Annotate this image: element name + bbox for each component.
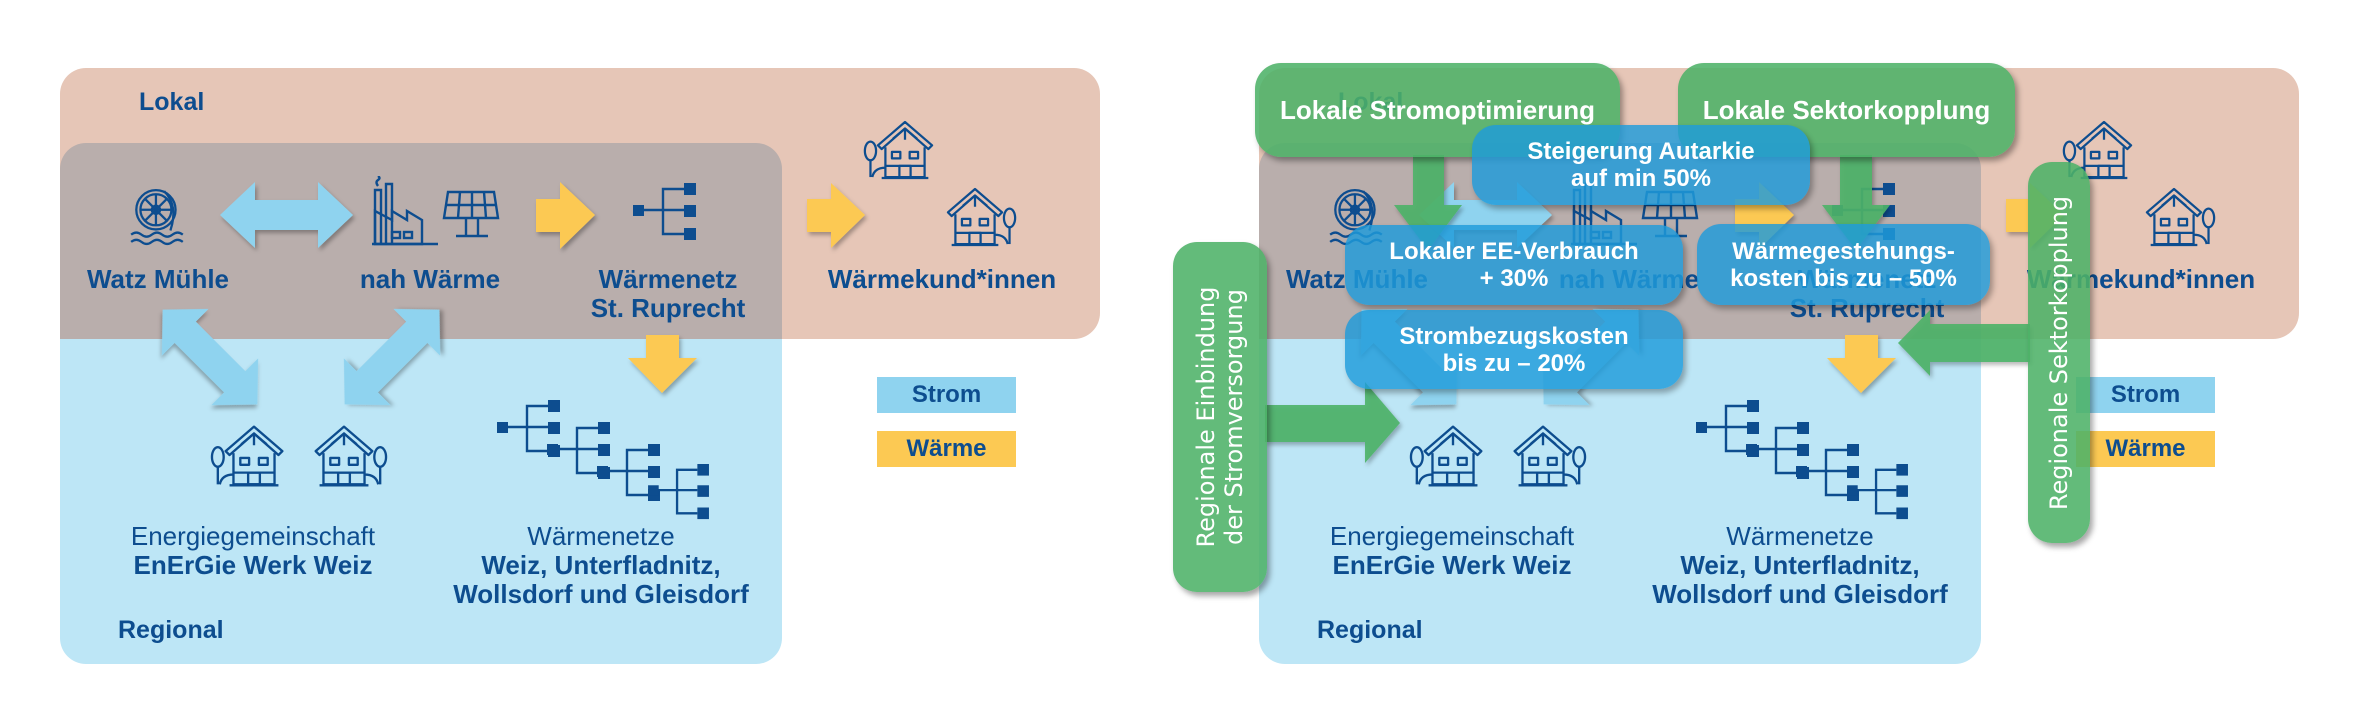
callout-strombezugskosten: Strombezugskosten bis zu – 20% (1345, 310, 1683, 389)
callout-line: Regionale Einbindung (1192, 286, 1220, 548)
house-icon (863, 118, 947, 182)
legend-strom: Strom (877, 377, 1016, 413)
waerme-arrow-netz-regional (628, 335, 697, 393)
house-icon (210, 423, 298, 489)
callout-line: Lokaler EE-Verbrauch (1389, 238, 1639, 265)
legend-waerme: Wärme (877, 431, 1016, 467)
callout-line: bis zu – 20% (1442, 349, 1586, 377)
waerme-arrow-nah-netz (1735, 182, 1794, 249)
water-wheel-icon (127, 185, 189, 247)
house-icon (2132, 185, 2216, 249)
node-label-waermenetze: Wärmenetze Weiz, Unterfladnitz, Wollsdor… (1652, 522, 1948, 609)
node-label-line: Energiegemeinschaft (130, 521, 376, 551)
node-label-watz-muehle: Watz Mühle (86, 264, 230, 294)
node-label-line: Wollsdorf und Gleisdorf (1652, 579, 1948, 609)
callout-lokaler-ee-verbrauch: Lokaler EE-Verbrauch + 30% (1345, 225, 1683, 305)
callout-steigerung-autarkie: Steigerung Autarkie auf min 50% (1472, 125, 1810, 205)
node-label-line: Weiz, Unterfladnitz, (481, 550, 721, 580)
legend-waerme: Wärme (2076, 431, 2215, 467)
node-label-line: EnErGie Werk Weiz (133, 550, 373, 580)
callout-line: Wärmegestehungs- (1732, 237, 1955, 265)
network-chain-icon (1696, 400, 1910, 521)
network-icon (633, 183, 697, 243)
network-chain-icon (497, 400, 711, 521)
callout-line: kosten bis zu – 50% (1730, 264, 1957, 292)
node-label-line: St. Ruprecht (590, 293, 746, 323)
zone-label-regional: Regional (1317, 616, 1423, 644)
house-icon (933, 185, 1017, 249)
node-label-waermekunden: Wärmekund*innen (827, 264, 1057, 294)
waerme-arrow-netz-kunden (807, 183, 865, 248)
house-icon (1499, 423, 1587, 489)
node-label-line: Wollsdorf und Gleisdorf (453, 579, 749, 609)
node-label-line: EnErGie Werk Weiz (1332, 550, 1572, 580)
node-label-line: Weiz, Unterfladnitz, (1680, 550, 1920, 580)
node-label-energiegemeinschaft: Energiegemeinschaft EnErGie Werk Weiz (1330, 522, 1574, 580)
callout-regionale-sektorkopplung-text: Regionale Sektorkopplung (2045, 195, 2073, 510)
strom-arrow-watz-nah (220, 182, 353, 248)
node-label-line: Wärmenetze (1726, 521, 1874, 551)
node-label-waermenetz-st-ruprecht: Wärmenetz St. Ruprecht (591, 265, 746, 323)
zone-label-lokal: Lokal (139, 88, 205, 116)
node-label-line: Wärmenetze (527, 521, 675, 551)
panel-baseline: Lokal Regional Watz Mühle nah Wärme Wärm… (0, 0, 1180, 715)
callout-line: Steigerung Autarkie (1527, 138, 1755, 165)
waerme-arrow-netz-regional (1827, 335, 1896, 393)
callout-line: Strombezugskosten (1399, 322, 1629, 350)
zone-regional (60, 339, 782, 664)
node-label-nah-waerme: nah Wärme (359, 264, 501, 294)
strom-arrow-nah-regional (343, 308, 441, 406)
node-label-line: Wärmenetz (598, 264, 738, 294)
house-icon (1409, 423, 1497, 489)
callout-waermegestehungskosten: Wärmegestehungs- kosten bis zu – 50% (1697, 224, 1990, 305)
callout-line: auf min 50% (1570, 165, 1712, 192)
waerme-arrow-nah-netz (536, 182, 595, 249)
callout-regionale-einbindung-text: Regionale Einbindung der Stromversorgung (1192, 287, 1248, 548)
callout-line: der Stromversorgung (1220, 289, 1248, 545)
callout-regionale-sektorkopplung: Regionale Sektorkopplung (2028, 162, 2090, 543)
callout-lokale-sektorkopplung: Lokale Sektorkopplung (1678, 63, 2015, 157)
flow-arrows (161, 182, 865, 406)
factory-solar-icon (372, 176, 502, 246)
house-icon (300, 423, 388, 489)
zone-label-regional: Regional (118, 616, 224, 644)
callout-line: + 30% (1479, 265, 1549, 292)
node-label-waermenetze: Wärmenetze Weiz, Unterfladnitz, Wollsdor… (453, 522, 749, 609)
legend-strom: Strom (2076, 377, 2215, 413)
callout-regionale-einbindung: Regionale Einbindung der Stromversorgung (1173, 242, 1267, 592)
node-label-line: Energiegemeinschaft (1329, 521, 1575, 551)
strom-arrow-watz-regional (161, 308, 259, 406)
node-label-energiegemeinschaft: Energiegemeinschaft EnErGie Werk Weiz (131, 522, 375, 580)
